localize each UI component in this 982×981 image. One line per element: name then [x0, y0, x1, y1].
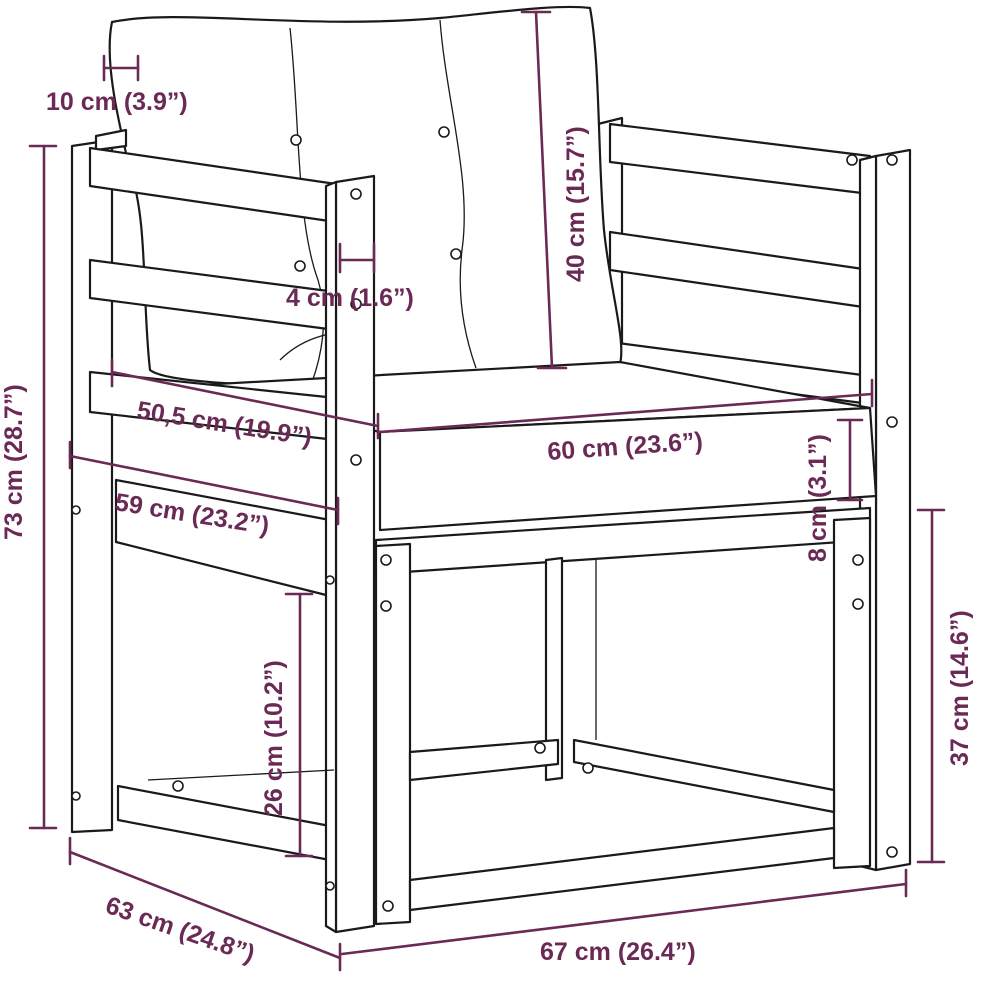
armrest-width-label: 10 cm (3.9”) [46, 88, 188, 116]
front-frame [147, 506, 872, 926]
backrest-height-label: 40 cm (15.7”) [562, 126, 590, 282]
dimension-lines [28, 10, 946, 972]
cushion-thickness-label: 4 cm (1.6”) [286, 284, 414, 312]
total-width-label: 67 cm (26.4”) [540, 938, 696, 966]
screws [71, 154, 898, 912]
seat-cushion-height-label: 8 cm (3.1”) [804, 434, 832, 562]
leg-clearance-label: 26 cm (10.2”) [260, 660, 288, 816]
total-height-label: 73 cm (28.7”) [0, 384, 28, 540]
left-armrest-frame [70, 128, 376, 934]
total-depth-label: 63 cm (24.8”) [102, 891, 258, 968]
seat-height-label: 37 cm (14.6”) [946, 610, 974, 766]
